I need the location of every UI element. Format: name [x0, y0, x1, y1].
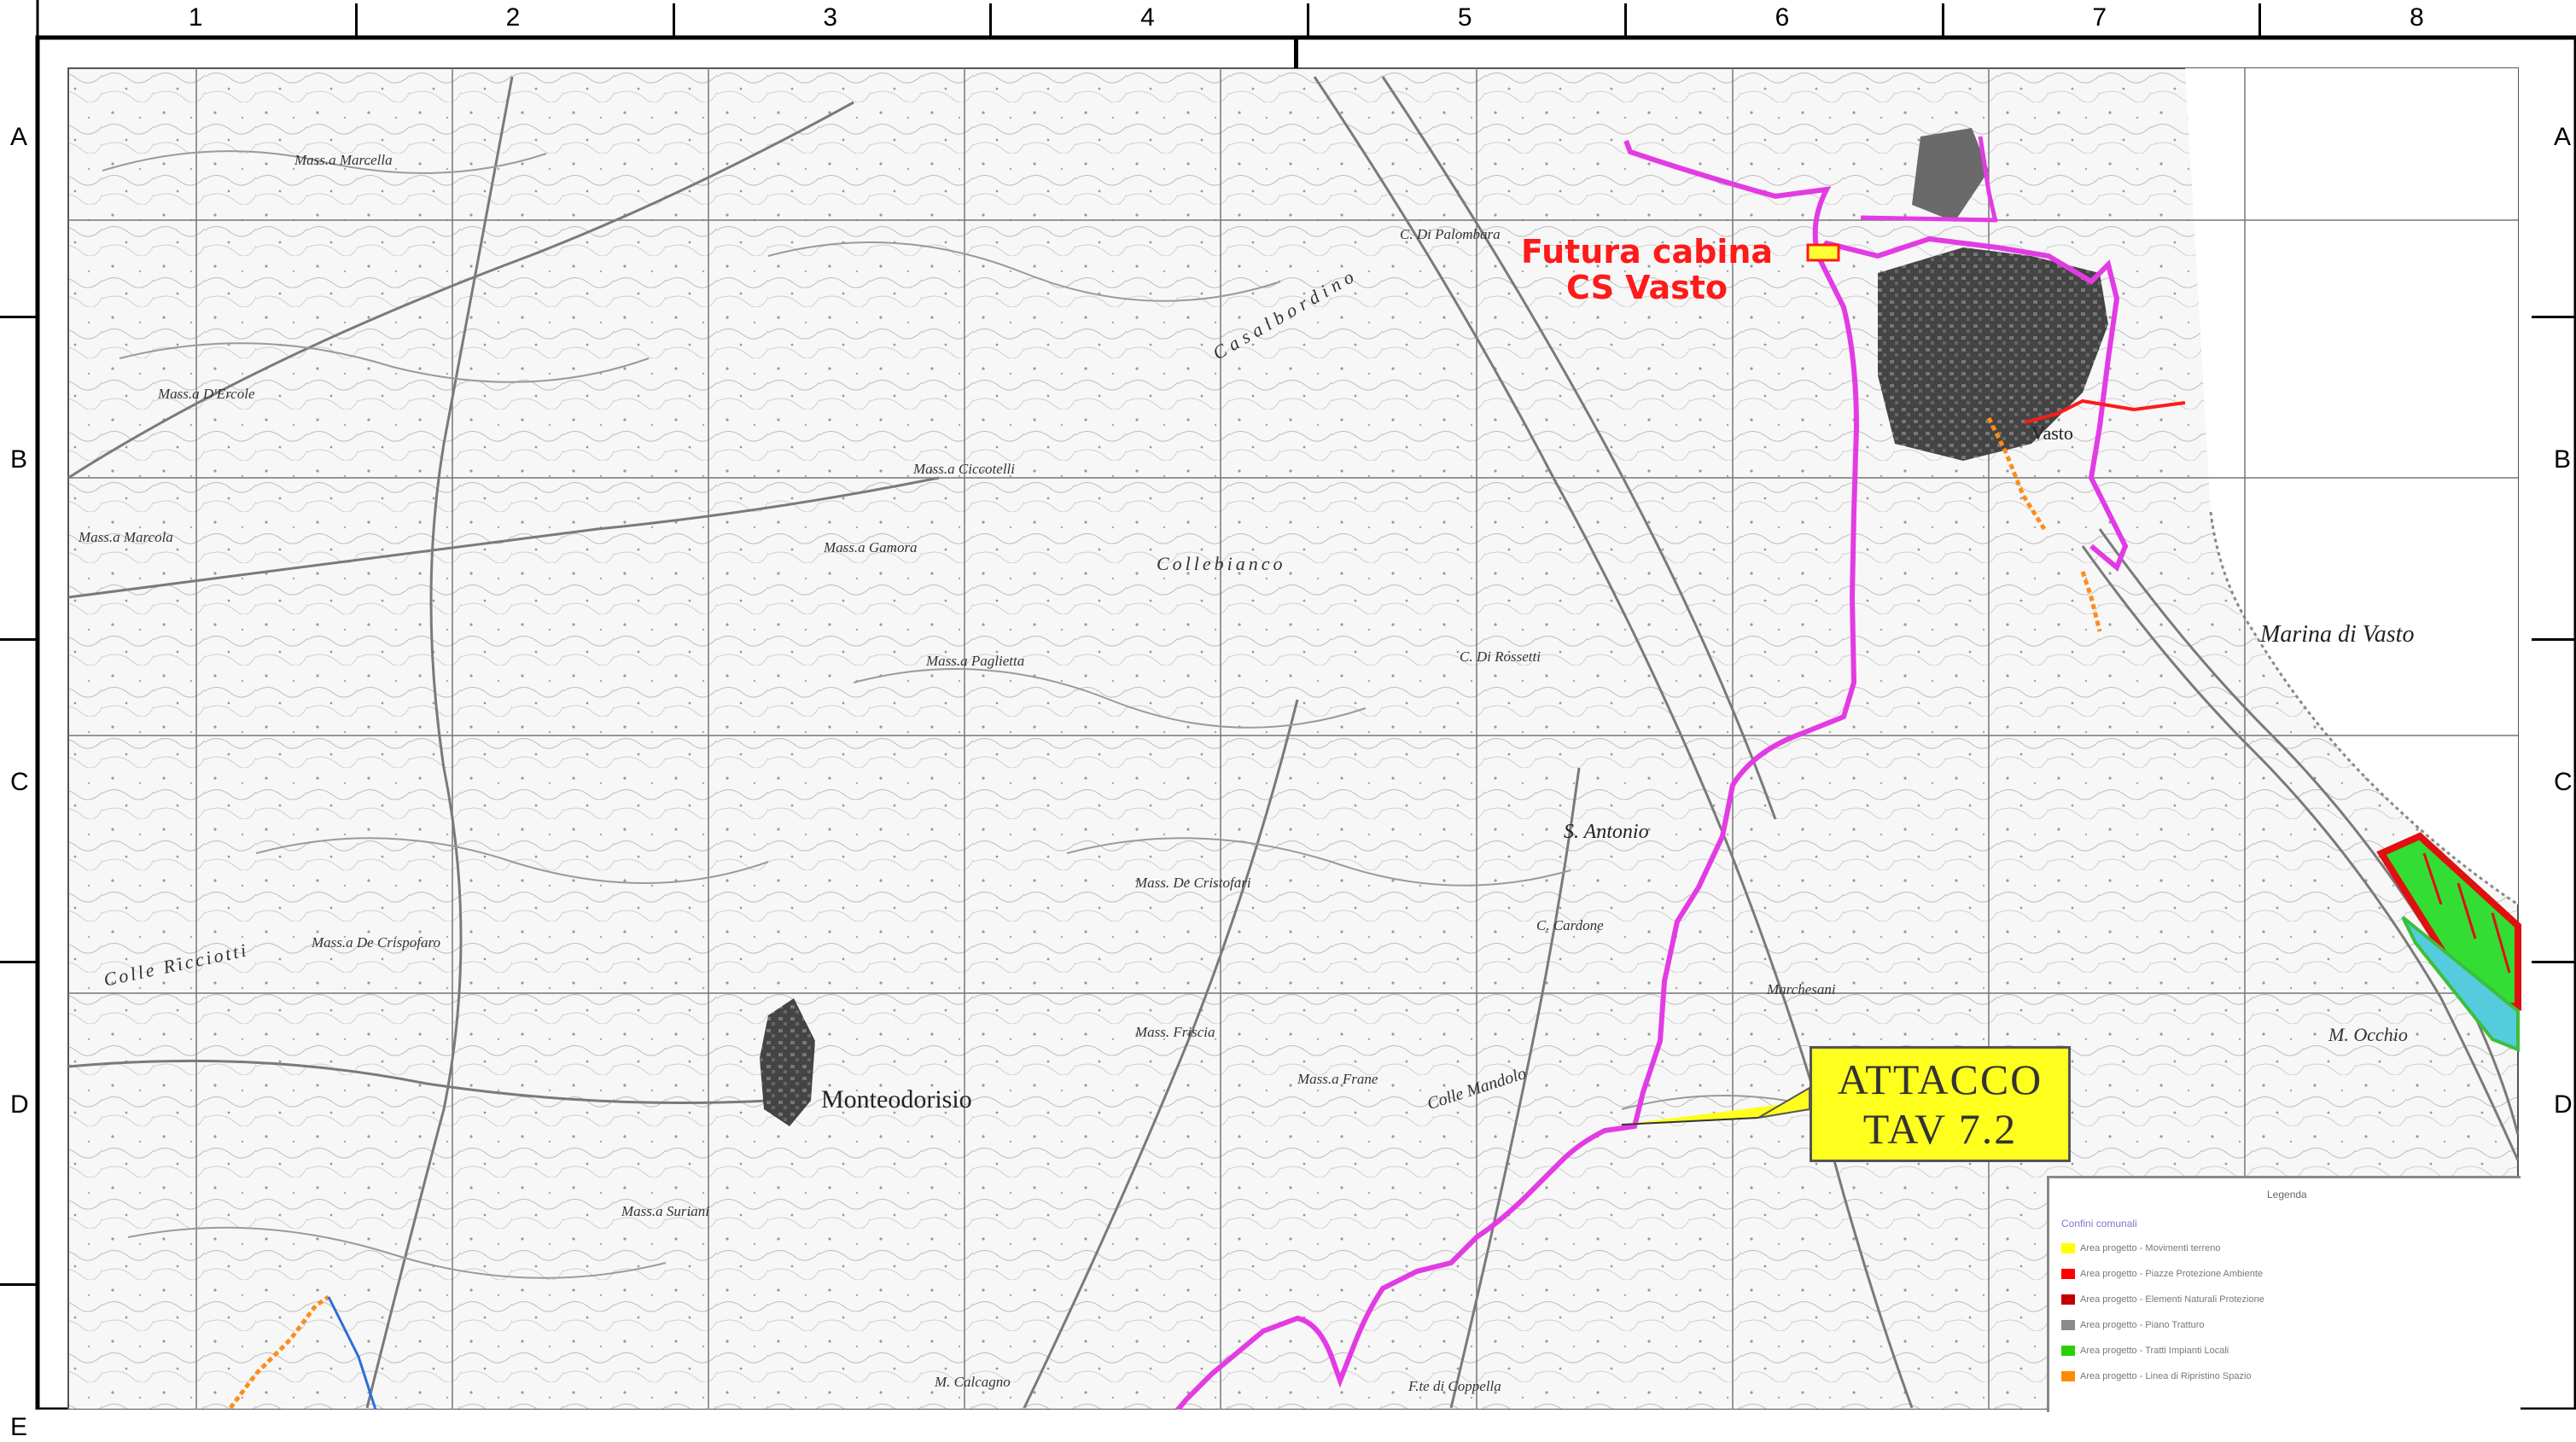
legend-item-label: Area progetto - Elementi Naturali Protez…: [2080, 1294, 2264, 1305]
legend-item: Area progetto - Movimenti terreno: [2061, 1243, 2221, 1254]
column-label: 8: [2410, 3, 2424, 32]
legend-heading: Confini comunali: [2061, 1218, 2137, 1230]
row-tick: [2532, 638, 2576, 641]
place-m-occhio: M. Occhio: [2328, 1024, 2408, 1045]
legend-swatch: [2061, 1320, 2075, 1331]
column-tick: [1941, 3, 1944, 38]
cabina-label-line1: Futura cabina: [1521, 233, 1774, 270]
row-tick: [0, 1283, 38, 1286]
access-tracks: [229, 416, 2102, 1410]
place-s-antonio: S. Antonio: [1564, 821, 1649, 843]
place-m-calcagno: M. Calcagno: [935, 1374, 1011, 1390]
vasto-north-blocks: [1912, 128, 1989, 222]
legend-item: Area progetto - Piazze Protezione Ambien…: [2061, 1269, 2264, 1280]
blue-line: [327, 1296, 377, 1410]
monteodorisio-town: [760, 998, 815, 1126]
column-tick: [989, 3, 993, 38]
place-f-di-coppella: F.te di Coppella: [1408, 1378, 1501, 1394]
place-mass-d-ercole: Mass.a D'Ercole: [158, 386, 255, 402]
cabina-label: Futura cabina CS Vasto: [1521, 234, 1773, 305]
attacco-callout-line2: TAV 7.2: [1862, 1105, 2018, 1153]
legend-swatch: [2061, 1346, 2075, 1357]
row-label: A: [10, 123, 28, 151]
legend-item-label: Area progetto - Movimenti terreno: [2080, 1243, 2221, 1253]
place-mass-ciccotelli: Mass.a Ciccotelli: [913, 461, 1015, 477]
place-c-di-rossetti: C. Di Rossetti: [1460, 648, 1541, 665]
place-mass-friscia: Mass. Friscia: [1135, 1024, 1215, 1040]
column-label: 4: [1140, 3, 1155, 32]
column-tick: [2258, 3, 2262, 38]
place-mass-frane: Mass.a Frane: [1297, 1071, 1378, 1087]
red-connection: [2024, 398, 2186, 424]
place-mass-de-cristofari: Mass. De Cristofari: [1135, 875, 1251, 891]
place-marina-di-vasto: Marina di Vasto: [2260, 621, 2415, 648]
column-tick: [672, 3, 675, 38]
sea-area: [2185, 68, 2518, 904]
tile-grid: [68, 68, 2518, 1410]
legend-item: Area progetto - Linea di Ripristino Spaz…: [2061, 1371, 2252, 1382]
row-label: B: [10, 445, 28, 474]
row-tick: [0, 316, 38, 318]
place-c-di-palombara: C. Di Palombara: [1400, 226, 1501, 242]
attacco-callout[interactable]: ATTACCO TAV 7.2: [1810, 1046, 2071, 1162]
column-label: 7: [2092, 3, 2107, 32]
column-label: 3: [823, 3, 838, 32]
place-collebianco: Collebianco: [1157, 553, 1286, 574]
row-label: B: [2554, 445, 2572, 474]
place-mass-de-crispofaro: Mass.a De Crispofaro: [312, 934, 440, 951]
column-label: 6: [1775, 3, 1790, 32]
attacco-callout-line1: ATTACCO: [1837, 1055, 2043, 1103]
place-mass-gamora: Mass.a Gamora: [824, 539, 918, 555]
roads: [67, 76, 2520, 1409]
cable-route-north: [1815, 235, 2129, 572]
place-mass-paglietta: Mass.a Paglietta: [926, 653, 1025, 669]
row-tick: [2532, 961, 2576, 963]
place-mass-marcola: Mass.a Marcola: [79, 529, 173, 545]
column-divider: [1294, 38, 1298, 68]
place-c-cardone: C. Cardone: [1536, 917, 1604, 933]
place-vasto: Vasto: [2031, 422, 2073, 444]
legend-swatch: [2061, 1269, 2075, 1280]
legend-panel: Legenda Confini comunali Area progetto -…: [2047, 1176, 2521, 1412]
place-marchesani: Marchesani: [1767, 981, 1836, 997]
legend-item-label: Area progetto - Piazze Protezione Ambien…: [2080, 1269, 2264, 1279]
legend-item-label: Area progetto - Tratti Impianti Locali: [2080, 1346, 2229, 1356]
column-label: 5: [1457, 3, 1472, 32]
vasto-town: [1878, 247, 2108, 461]
column-label: 2: [505, 3, 521, 32]
legend-item: Area progetto - Piano Tratturo: [2061, 1320, 2205, 1331]
row-label: D: [2554, 1090, 2573, 1119]
legend-swatch: [2061, 1243, 2075, 1254]
row-label: C: [10, 768, 29, 796]
cabina-label-line2: CS Vasto: [1565, 269, 1728, 306]
row-tick: [0, 638, 38, 641]
place-mass-marcella: Mass.a Marcella: [294, 152, 393, 168]
place-monteodorisio: Monteodorisio: [821, 1085, 972, 1113]
legend-item-label: Area progetto - Linea di Ripristino Spaz…: [2080, 1371, 2252, 1381]
legend-title: Legenda: [2267, 1189, 2307, 1201]
column-tick: [1623, 3, 1627, 38]
solar-field[interactable]: [2376, 832, 2521, 1052]
row-label: D: [10, 1090, 29, 1119]
legend-swatch: [2061, 1294, 2075, 1305]
column-tick: [1307, 3, 1309, 38]
legend-swatch: [2061, 1371, 2075, 1382]
column-tick: [354, 3, 358, 38]
row-label: A: [2554, 123, 2572, 151]
cable-route: [1175, 139, 1860, 1410]
column-label: 1: [188, 3, 203, 32]
cabina-marker[interactable]: [1806, 243, 1840, 262]
row-label: E: [10, 1413, 28, 1441]
legend-item: Area progetto - Tratti Impianti Locali: [2061, 1346, 2229, 1357]
row-tick: [2532, 316, 2576, 318]
legend-item: Area progetto - Elementi Naturali Protez…: [2061, 1294, 2264, 1305]
row-tick: [0, 961, 38, 963]
place-mass-suriani: Mass.a Suriani: [621, 1203, 709, 1219]
legend-item-label: Area progetto - Piano Tratturo: [2080, 1320, 2205, 1330]
row-label: C: [2554, 768, 2573, 796]
